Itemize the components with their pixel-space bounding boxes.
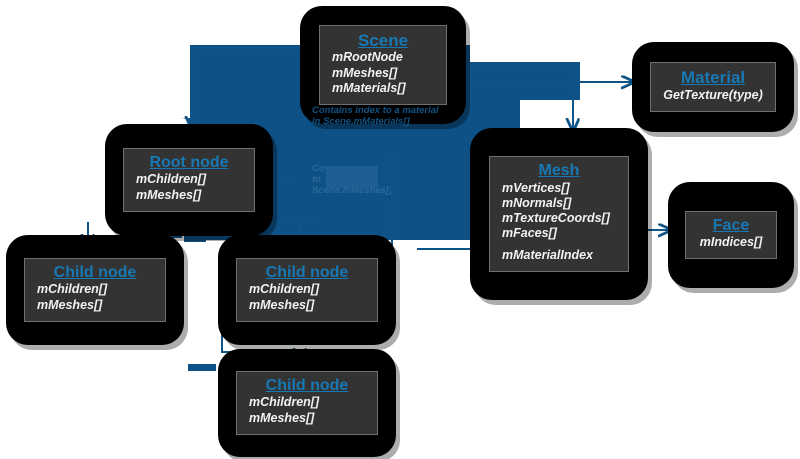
node-card-child-left[interactable]: Child node mChildren[] mMeshes[] [6,235,184,345]
node-panel-face: Face mIndices[] [685,210,777,260]
node-field-face-0: mIndices[] [699,235,763,250]
node-card-face[interactable]: Face mIndices[] [668,182,794,288]
node-title-face: Face [712,216,750,234]
node-panel-scene: Scene mRootNode mMeshes[] mMaterials[] [319,24,447,106]
node-field-root-node-0: mChildren[] [136,172,207,187]
ghost-note-occluder [326,166,378,188]
node-field-child-left-0: mChildren[] [37,282,108,297]
material-index-annotation: Contains index to a material in Scene.mM… [312,105,439,128]
node-title-root-node: Root node [149,154,229,172]
node-field-child-bottom-1: mMeshes[] [249,410,315,425]
node-panel-root-node: Root node mChildren[] mMeshes[] [123,148,255,212]
node-panel-child-middle: Child node mChildren[] mMeshes[] [236,258,378,322]
node-field-mesh-3: mFaces[] [502,226,557,241]
node-title-scene: Scene [357,30,409,50]
node-title-child-bottom: Child node [265,377,349,395]
node-field-child-middle-0: mChildren[] [249,282,320,297]
node-panel-child-left: Child node mChildren[] mMeshes[] [24,258,166,322]
node-panel-child-bottom: Child node mChildren[] mMeshes[] [236,371,378,435]
node-card-root-node[interactable]: Root node mChildren[] mMeshes[] [105,124,273,236]
node-field-material-0: GetTexture(type) [663,87,763,102]
node-title-mesh: Mesh [538,162,580,180]
node-field-scene-0: mRootNode [332,50,403,65]
node-field-child-middle-1: mMeshes[] [249,297,315,312]
node-title-child-left: Child node [53,264,137,282]
node-field-mesh-0: mVertices[] [502,180,570,195]
node-field-root-node-1: mMeshes[] [136,187,202,202]
node-card-mesh[interactable]: Mesh mVertices[] mNormals[] mTextureCoor… [470,128,648,300]
node-title-material: Material [680,68,746,88]
node-card-material[interactable]: Material GetTexture(type) [632,42,794,132]
material-index-annotation-line2: in Scene.mMaterials[] [312,115,410,127]
node-field-scene-1: mMeshes[] [332,65,398,80]
node-card-child-bottom[interactable]: Child node mChildren[] mMeshes[] [218,349,396,457]
node-panel-mesh: Mesh mVertices[] mNormals[] mTextureCoor… [489,156,629,272]
node-card-child-middle[interactable]: Child node mChildren[] mMeshes[] [218,235,396,345]
node-field-mesh-1: mNormals[] [502,195,572,210]
node-title-child-middle: Child node [265,264,349,282]
node-field-scene-2: mMaterials[] [332,80,406,95]
node-field-mesh-2: mTextureCoords[] [502,211,610,226]
node-field-mesh-4: mMaterialIndex [502,247,594,262]
node-field-child-left-1: mMeshes[] [37,297,103,312]
node-field-child-bottom-0: mChildren[] [249,395,320,410]
node-panel-material: Material GetTexture(type) [650,62,776,112]
